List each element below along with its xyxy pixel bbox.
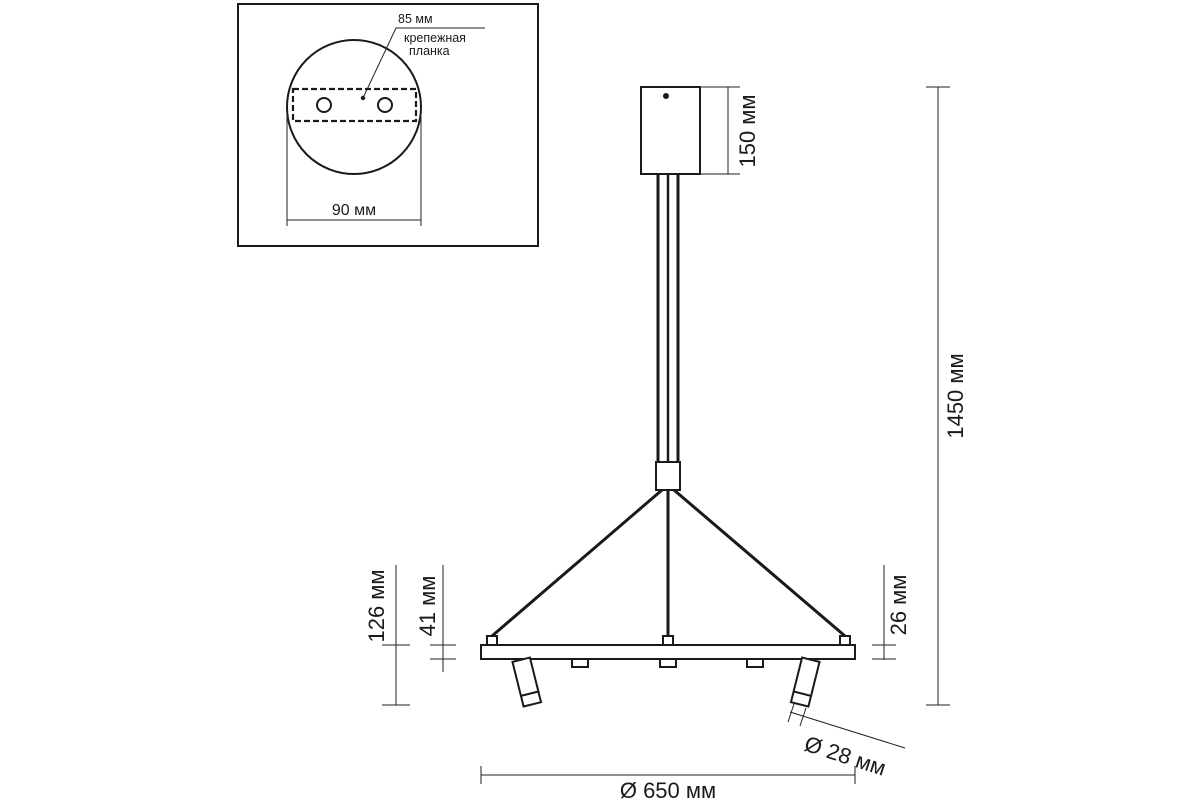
spot-diameter-dimension: Ø 28 мм [787, 703, 906, 781]
canopy-diameter-label: 90 мм [332, 202, 376, 219]
height-26-dimension: 26 мм [872, 565, 911, 660]
led-1 [571, 658, 589, 668]
height-41-dimension: 41 мм [415, 565, 456, 672]
chandelier [480, 86, 856, 708]
mount-detail-inset: 85 мм крепежная планка 90 мм [237, 3, 539, 247]
height-126-label: 126 мм [364, 569, 389, 642]
mounting-plate [291, 87, 418, 123]
ring [480, 644, 856, 660]
canopy-box [640, 86, 701, 175]
plate-width-label: 85 мм [398, 12, 433, 26]
wire-left [491, 488, 663, 638]
total-height-dimension: 1450 мм [926, 86, 968, 706]
spotlight-right [789, 656, 821, 708]
total-height-label: 1450 мм [943, 353, 968, 438]
ring-diameter-dimension: Ø 650 мм [480, 766, 856, 800]
plate-leader-line [362, 27, 485, 99]
wire-right [673, 488, 846, 638]
mount-hole-left [316, 97, 332, 113]
canopy-screw [663, 93, 669, 99]
height-26-label: 26 мм [886, 575, 911, 636]
led-3 [746, 658, 764, 668]
clamp-left [486, 635, 498, 646]
mount-plate-label-line1: крепежная [404, 31, 466, 45]
canopy-height-dimension: 150 мм [700, 86, 760, 175]
height-126-dimension: 126 мм [364, 565, 410, 706]
mount-hole-right [377, 97, 393, 113]
canopy-circle [286, 39, 422, 175]
height-41-label: 41 мм [415, 576, 440, 637]
inset-frame [237, 3, 539, 247]
ring-diameter-label: Ø 650 мм [620, 778, 716, 800]
mount-plate-label-line2: планка [409, 44, 450, 58]
spotlight-left [511, 656, 543, 708]
clamp-right [839, 635, 851, 646]
hub [655, 461, 681, 491]
led-2 [659, 658, 677, 668]
canopy-height-label: 150 мм [735, 94, 760, 167]
clamp-center [662, 635, 674, 646]
